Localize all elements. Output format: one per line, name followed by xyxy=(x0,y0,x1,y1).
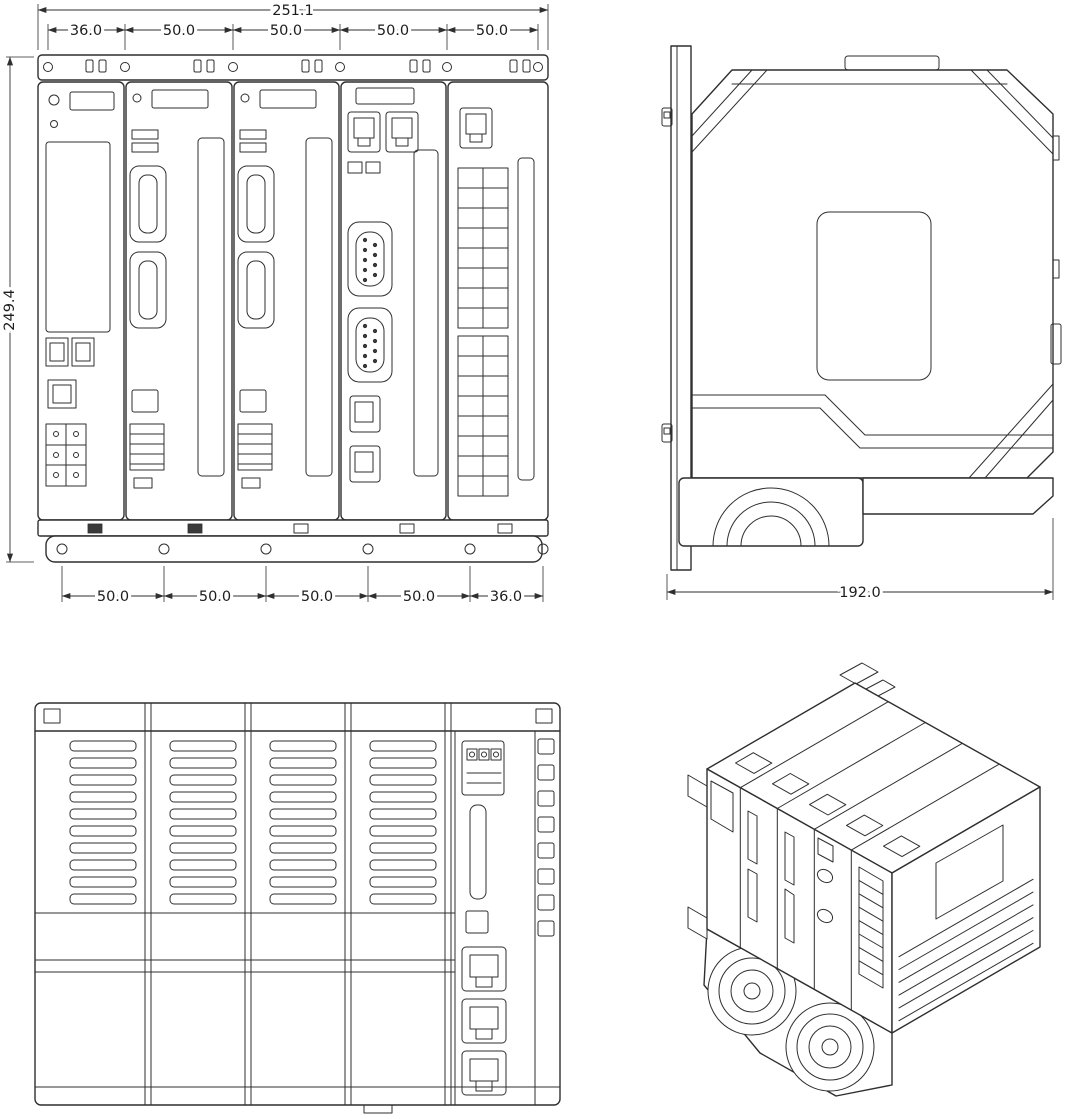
rear-connector-column xyxy=(461,740,507,1096)
module-4-controller xyxy=(340,81,447,521)
dim-height: 249.4 xyxy=(0,56,34,563)
terminal-block xyxy=(457,335,509,497)
rail-clip xyxy=(661,107,673,127)
module-2-servo-axis xyxy=(125,81,233,521)
dim-label-top-segment: 36.0 xyxy=(70,23,102,39)
side-latch xyxy=(1050,323,1062,365)
isometric-view xyxy=(687,662,1041,1097)
terminal-block xyxy=(45,423,87,487)
dim-depth: 192.0 xyxy=(666,518,1054,604)
label-window xyxy=(355,87,415,105)
fan-housing xyxy=(678,477,864,547)
dim-label-bottom-segment: 50.0 xyxy=(403,589,435,605)
top-vents xyxy=(735,752,921,858)
card-slot-connectors xyxy=(747,810,795,944)
module-5-io-terminals xyxy=(447,81,549,521)
dim-label-bottom-segment: 50.0 xyxy=(97,589,129,605)
fan-blade-arc xyxy=(712,487,830,547)
side-label-strip xyxy=(517,157,535,481)
dim-label-top-segment: 50.0 xyxy=(377,23,409,39)
dim-label-depth: 192.0 xyxy=(839,585,881,601)
dim-label-top-segment: 50.0 xyxy=(476,23,508,39)
bottom-view xyxy=(34,702,561,1114)
status-led xyxy=(48,94,60,106)
front-cover-window xyxy=(45,141,111,333)
rail-clip xyxy=(661,423,673,443)
dsub9-connector xyxy=(816,868,834,884)
dim-label-overall-width: 251.1 xyxy=(272,3,314,19)
dim-overall-width: 251.1 xyxy=(37,0,549,50)
din-clip xyxy=(293,523,309,534)
power-connectors xyxy=(45,337,95,409)
top-tab xyxy=(844,55,940,71)
label-window xyxy=(69,91,115,111)
terminal-3pin xyxy=(461,740,505,796)
dim-label-bottom-segment: 50.0 xyxy=(199,589,231,605)
status-led xyxy=(50,120,58,128)
iso-front-face xyxy=(706,768,893,1034)
dim-bottom-segments: 50.0 50.0 50.0 50.0 36.0 xyxy=(61,566,544,608)
top-band xyxy=(34,702,561,732)
module-3-servo-axis xyxy=(233,81,340,521)
vent-slot xyxy=(469,804,487,900)
bottom-tab xyxy=(363,1104,393,1114)
din-clip xyxy=(187,523,203,534)
dim-label-bottom-segment: 50.0 xyxy=(301,589,333,605)
display-window xyxy=(710,780,734,833)
terminal-block xyxy=(457,167,509,329)
service-port xyxy=(465,910,489,934)
dim-label-top-segment: 50.0 xyxy=(163,23,195,39)
din-rail-plate xyxy=(661,45,692,571)
body-outline xyxy=(691,55,1062,479)
top-mounting-rail xyxy=(37,54,549,81)
lower-covers xyxy=(34,959,561,1088)
dim-label-bottom-segment: 36.0 xyxy=(490,589,522,605)
dsub9-connector xyxy=(816,908,834,924)
module-1-power-supply xyxy=(37,81,125,521)
din-clip xyxy=(399,523,415,534)
dim-top-segments: 36.0 50.0 50.0 50.0 50.0 xyxy=(47,20,539,50)
product-label xyxy=(816,211,932,381)
terminal-block xyxy=(858,866,884,989)
top-vent-slots xyxy=(85,59,531,73)
product-label xyxy=(935,824,1004,920)
heatsink-vents xyxy=(34,740,456,914)
bottom-mounting-rail xyxy=(37,519,549,563)
rj45-jack xyxy=(817,837,834,863)
side-label-strip xyxy=(413,149,439,477)
front-view: 251.1 36.0 50.0 50.0 50.0 50.0 249.4 xyxy=(0,0,549,608)
side-view: 192.0 xyxy=(661,45,1062,604)
heatsink-fins xyxy=(898,878,1034,1022)
bottom-bracket xyxy=(862,477,1054,515)
din-clip xyxy=(497,523,513,534)
dim-label-top-segment: 50.0 xyxy=(270,23,302,39)
side-latch xyxy=(1052,259,1060,279)
side-latch xyxy=(1052,135,1060,161)
dim-label-height: 249.4 xyxy=(2,289,18,331)
left-din-clips xyxy=(687,774,708,940)
module-separators xyxy=(144,730,536,1106)
iso-right-face xyxy=(891,786,1041,1034)
din-clip xyxy=(87,523,103,534)
